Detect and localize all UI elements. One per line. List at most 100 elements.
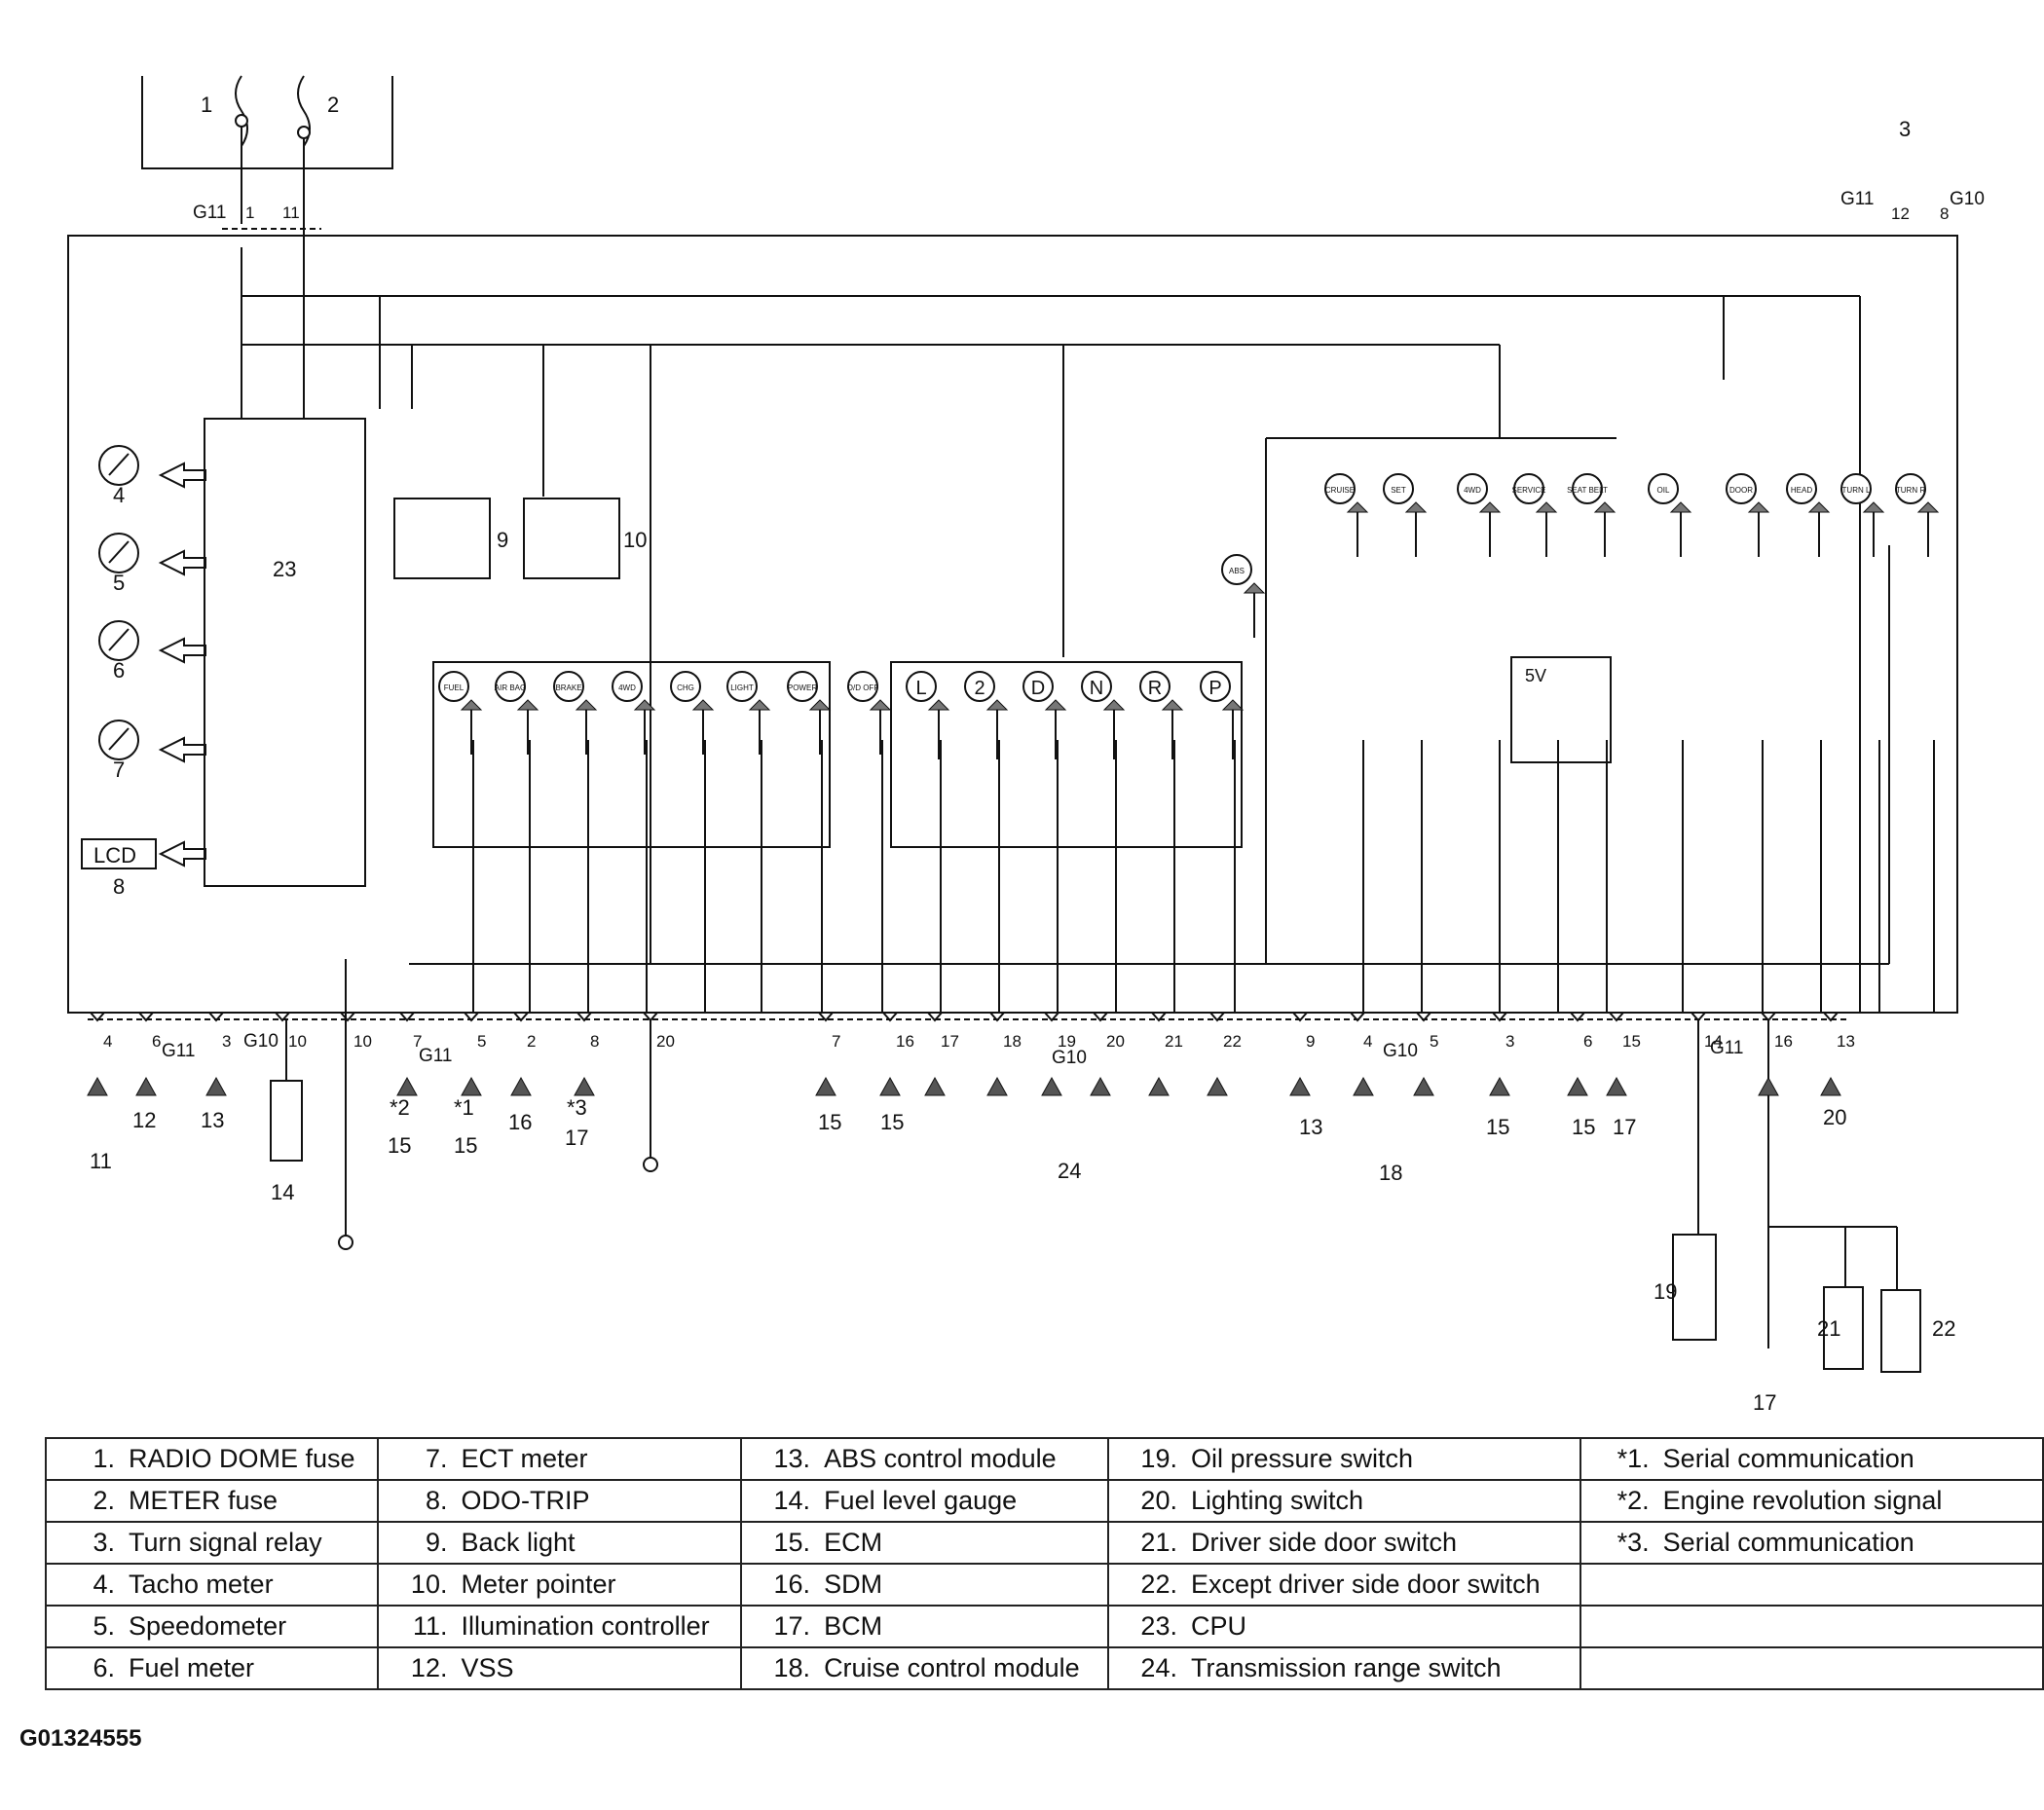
indicator-label: HEAD [1791, 486, 1812, 495]
indicator-lamp-icon: SERVICE [1512, 473, 1558, 557]
legend-number: 4. [93, 1570, 115, 1599]
legend-text: Speedometer [129, 1611, 287, 1641]
meter-cluster-frame [67, 235, 1958, 1014]
legend-number: *1. [1617, 1444, 1650, 1473]
lcd-number: 8 [113, 874, 125, 899]
terminal-marker-icon [1820, 1076, 1841, 1096]
figure-id: G01324555 [19, 1725, 142, 1752]
indicator-lamp-icon: TURN L [1840, 473, 1885, 557]
fuse-box [141, 76, 393, 169]
legend-cell: 8.ODO-TRIP [377, 1479, 743, 1523]
range-letter: N [1090, 678, 1103, 699]
legend-cell: 16.SDM [740, 1563, 1109, 1607]
legend-text: Transmission range switch [1190, 1653, 1502, 1682]
connector-pin: 20 [656, 1032, 675, 1051]
legend-number: 14. [773, 1486, 811, 1515]
connector-pin: 6 [1583, 1032, 1592, 1051]
legend-text: SDM [824, 1570, 883, 1599]
terminal-marker-icon [396, 1076, 418, 1096]
indicator-label: POWER [788, 683, 817, 692]
connector-pin: 9 [1306, 1032, 1315, 1051]
indicator-label: BRAKE [555, 683, 581, 692]
connector-pin: 13 [1837, 1032, 1855, 1051]
indicator-label: DOOR [1729, 486, 1753, 495]
legend-number: 23. [1140, 1611, 1177, 1641]
legend-text: METER fuse [129, 1486, 279, 1515]
connector-pin: 18 [1003, 1032, 1022, 1051]
legend-number: 11. [412, 1611, 448, 1641]
indicator-lamp-icon: ABS [1221, 554, 1266, 638]
legend-text: Serial communication [1662, 1444, 1914, 1473]
legend-number: 17. [773, 1611, 811, 1641]
fuse-1-symbol [235, 75, 248, 147]
legend-text: Illumination controller [461, 1611, 710, 1641]
indicator-lamp-icon: CRUISE [1324, 473, 1369, 557]
lcd-arrow-icon [158, 840, 206, 868]
connector-pin: 5 [477, 1032, 486, 1051]
connector-pin: 2 [527, 1032, 536, 1051]
meter-number: 4 [113, 483, 125, 507]
connector-pin: 15 [1622, 1032, 1641, 1051]
legend-cell: 3.Turn signal relay [44, 1521, 380, 1565]
legend-cell: 17. BCM [740, 1605, 1109, 1648]
legend-cell: *3.Serial communication [1579, 1521, 2044, 1565]
indicator-lamp-icon: BRAKE [553, 671, 598, 755]
legend-number: 2. [93, 1486, 115, 1515]
connector-pin: 3 [222, 1032, 231, 1051]
legend-cell [1579, 1646, 2044, 1690]
legend-cell [1579, 1605, 2044, 1648]
lcd-label: LCD [93, 843, 136, 868]
indicator-lamp-icon: HEAD [1786, 473, 1831, 557]
component-ref: 17 [1753, 1390, 1776, 1415]
meter-gauge-icon [98, 533, 206, 576]
legend-number: 24. [1140, 1653, 1177, 1682]
legend-cell: 14.Fuel level gauge [740, 1479, 1109, 1523]
indicator-lamp-icon: O/D OFF [847, 671, 892, 755]
legend-text: Oil pressure switch [1190, 1444, 1414, 1473]
terminal-marker-icon [1207, 1076, 1228, 1096]
meter-number: 7 [113, 757, 125, 782]
component-ref: 14 [271, 1180, 294, 1204]
indicator-label: ABS [1229, 567, 1245, 575]
legend-text: Except driver side door switch [1190, 1570, 1541, 1599]
meter-pointer-label: 10 [623, 528, 647, 552]
connector-pin: 16 [896, 1032, 914, 1051]
legend-text: ABS control module [824, 1444, 1057, 1473]
legend-text: CPU [1190, 1611, 1246, 1641]
component-ref: 17 [1613, 1115, 1636, 1139]
legend-number: 8. [425, 1486, 448, 1515]
connector-pin: 14 [1704, 1032, 1723, 1051]
indicator-lamp-icon: 4WD [1457, 473, 1502, 557]
terminal-marker-icon [879, 1076, 901, 1096]
legend-cell: 18.Cruise control module [740, 1646, 1109, 1690]
legend-number: 6. [93, 1653, 115, 1682]
fuse-2-label: 2 [327, 92, 339, 117]
bottom-connector-g10-right: G10 [1383, 1041, 1418, 1061]
legend-cell: 19.Oil pressure switch [1106, 1437, 1581, 1481]
range-indicator-icon: L [906, 671, 950, 759]
indicator-label: 4WD [618, 683, 636, 692]
bottom-connector-g11-right: G11 [1710, 1038, 1744, 1058]
indicator-label: SEAT BELT [1567, 486, 1608, 495]
indicator-lamp-icon: AIR BAG [495, 671, 539, 755]
connector-pin: 5 [1430, 1032, 1438, 1051]
connector-pin: 4 [103, 1032, 112, 1051]
bottom-connector-g10-mid: G10 [1052, 1048, 1087, 1068]
terminal-marker-icon [924, 1076, 946, 1096]
cpu-label: 23 [273, 557, 296, 581]
right-pin-8: 8 [1940, 204, 1949, 223]
range-letter: P [1208, 678, 1221, 699]
legend-text: Turn signal relay [129, 1528, 322, 1557]
legend-text: BCM [824, 1611, 883, 1641]
component-ref: 19 [1654, 1279, 1677, 1304]
legend-text: Lighting switch [1190, 1486, 1364, 1515]
meter-gauge-icon [98, 445, 206, 489]
terminal-marker-icon [815, 1076, 836, 1096]
component-ref: 15 [388, 1133, 411, 1158]
indicator-label: CRUISE [1325, 486, 1355, 495]
legend-cell: 20.Lighting switch [1106, 1479, 1581, 1523]
component-ref: 15 [1486, 1115, 1509, 1139]
range-indicator-icon: 2 [964, 671, 1009, 759]
indicator-label: SERVICE [1512, 486, 1546, 495]
